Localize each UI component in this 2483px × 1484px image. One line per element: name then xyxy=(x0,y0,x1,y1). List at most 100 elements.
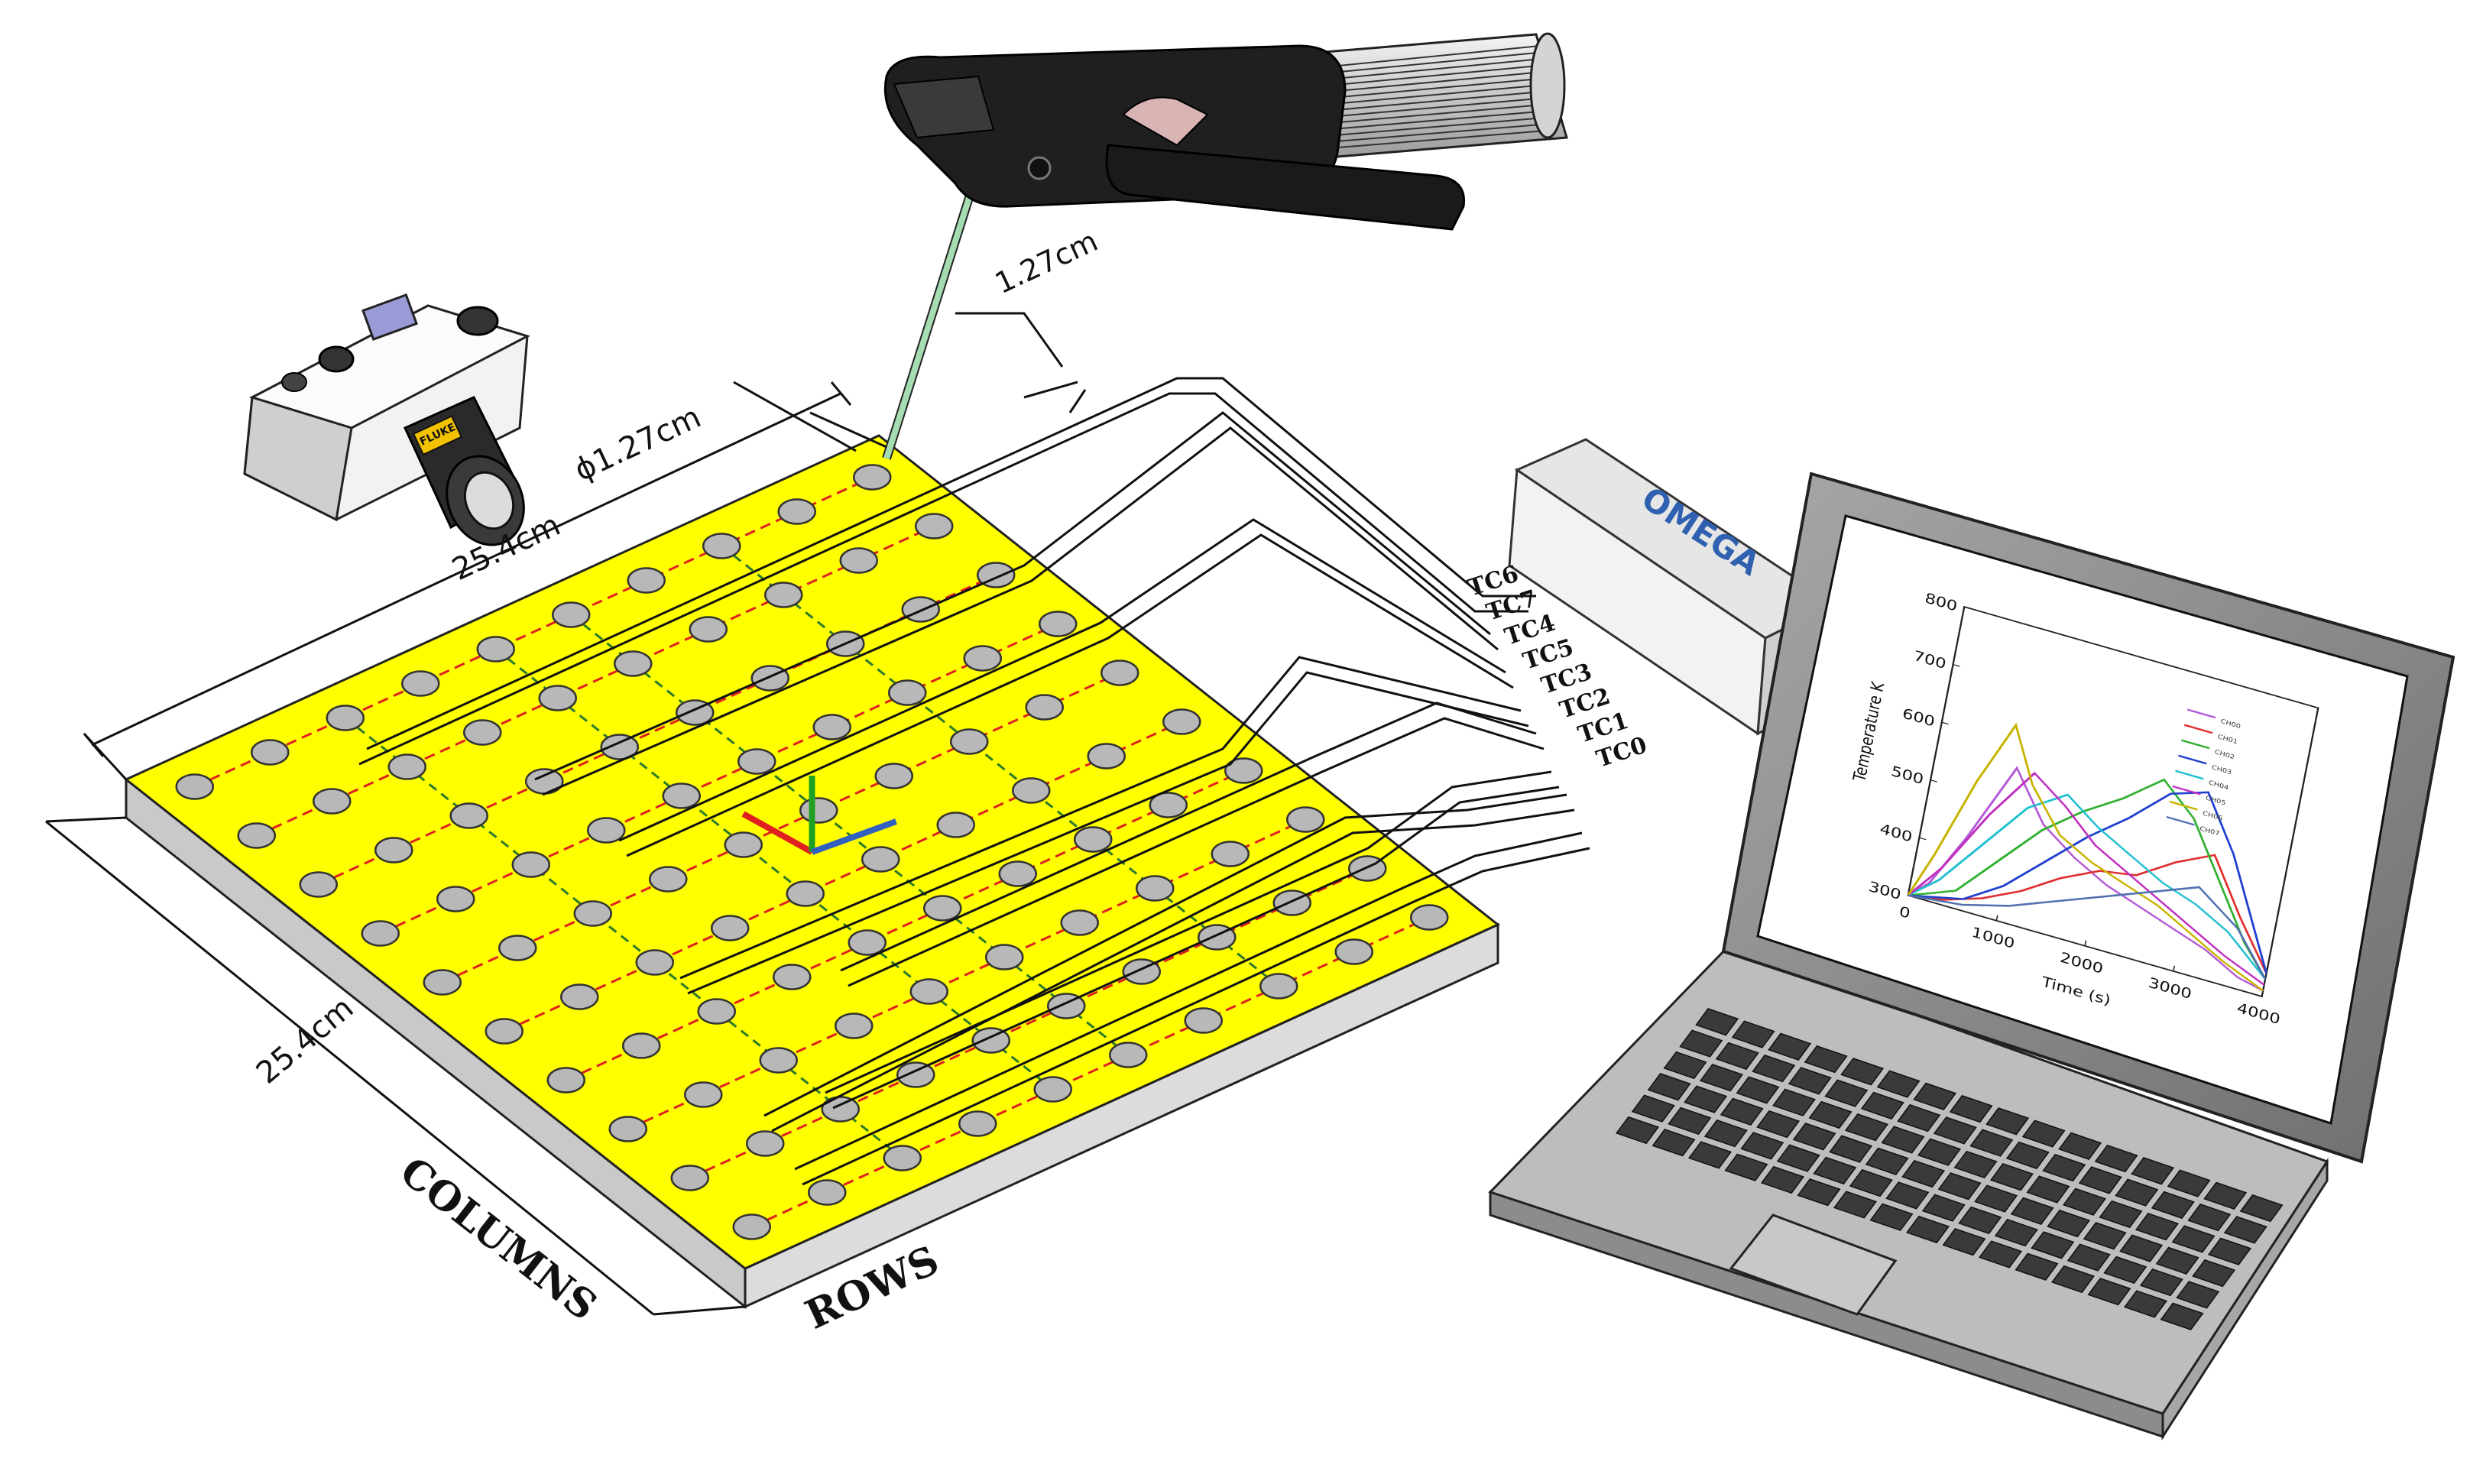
keyboard-key xyxy=(1679,1029,1723,1058)
plate-hole xyxy=(773,964,812,990)
keyboard-key xyxy=(1699,1064,1744,1092)
plate-hole xyxy=(387,753,426,780)
keyboard-key xyxy=(2042,1153,2086,1182)
plate-hole xyxy=(1074,826,1113,853)
row-scan-path xyxy=(504,721,1182,1032)
legend-swatch xyxy=(2181,739,2210,750)
keyboard-key xyxy=(1615,1116,1660,1145)
plate-hole xyxy=(175,773,214,800)
plate-hole xyxy=(326,705,365,731)
y-tick xyxy=(1941,721,1949,725)
keyboard-key xyxy=(1804,1045,1848,1074)
plate-hole xyxy=(622,1032,661,1059)
plate-hole xyxy=(670,1165,709,1191)
keyboard-key xyxy=(1724,1153,1768,1181)
plate-hole xyxy=(971,1027,1010,1054)
keyboard-key xyxy=(2131,1157,2175,1185)
plate-hole xyxy=(835,1013,874,1039)
plate-hole xyxy=(839,547,878,574)
keyboard-key xyxy=(2176,1281,2220,1309)
keyboard-key xyxy=(2171,1225,2216,1253)
keyboard-key xyxy=(1994,1218,2038,1247)
plate-hole xyxy=(896,1061,935,1088)
keyboard-key xyxy=(2005,1141,2050,1170)
plate-hole xyxy=(1136,875,1175,902)
keyboard-key xyxy=(2167,1169,2211,1197)
keyboard-key xyxy=(1901,1159,1946,1188)
x-tick-label: 0 xyxy=(1898,903,1911,922)
keyboard-key xyxy=(1869,1203,1914,1231)
plate-hole xyxy=(812,714,851,740)
plate-hole xyxy=(449,802,488,829)
keyboard-key xyxy=(2015,1252,2059,1281)
plate-hole xyxy=(958,1110,997,1137)
plate-hole xyxy=(498,935,537,961)
columns-label: COLUMNS xyxy=(391,1148,606,1330)
keyboard-key xyxy=(1813,1156,1857,1185)
keyboard-key xyxy=(2239,1194,2284,1223)
keyboard-key xyxy=(1652,1129,1696,1157)
plate-hole xyxy=(901,596,940,623)
keyboard-key xyxy=(1833,1191,1878,1219)
plate-hole xyxy=(560,983,599,1010)
plate-hole xyxy=(1410,904,1449,931)
plate-hole xyxy=(746,1130,785,1157)
plate-hole xyxy=(662,783,701,809)
keyboard-key xyxy=(2203,1181,2248,1210)
plate-hole xyxy=(1149,792,1188,818)
temperature-chart: 01000200030004000300400500600700800Time … xyxy=(1849,590,2319,1028)
keyboard-key xyxy=(2115,1178,2159,1207)
keyboard-key xyxy=(1985,1107,2030,1136)
x-tick xyxy=(2084,940,2087,947)
axis-x-arrow xyxy=(741,811,814,855)
keyboard-key xyxy=(1647,1073,1691,1101)
keyboard-key xyxy=(1881,1126,1925,1154)
plate-hole xyxy=(684,1081,723,1108)
plate-hole xyxy=(1025,694,1064,721)
keyboard-key xyxy=(1885,1181,1930,1210)
welding-torch xyxy=(883,32,1568,231)
column-scan-path xyxy=(344,717,903,1159)
plate-hole xyxy=(1286,806,1325,833)
plate-hole xyxy=(1012,777,1051,804)
plate-hole xyxy=(737,748,776,775)
plate-hole xyxy=(573,900,612,927)
row-scan-path xyxy=(318,574,997,886)
keyboard-key xyxy=(1937,1172,1982,1200)
keyboard-key xyxy=(1860,1091,1904,1120)
keyboard-key xyxy=(1663,1051,1707,1080)
series-line xyxy=(1907,722,2264,992)
keyboard-key xyxy=(2123,1290,2168,1318)
keyboard-key xyxy=(2151,1191,2195,1220)
plate-hole xyxy=(552,601,591,628)
keyboard-key xyxy=(1736,1076,1780,1104)
keyboard-key xyxy=(1953,1150,1998,1179)
plate-hole xyxy=(711,915,750,941)
plate-hole xyxy=(985,944,1024,970)
keyboard-key xyxy=(1703,1119,1748,1148)
series-line xyxy=(1908,791,2268,974)
y-tick xyxy=(1964,606,1972,610)
plate-hole xyxy=(546,1067,585,1094)
keyboard-key xyxy=(1668,1107,1712,1136)
legend-swatch xyxy=(2172,785,2201,795)
keyboard-key xyxy=(1933,1116,1977,1145)
plate-hole xyxy=(786,880,825,907)
keyboard-key xyxy=(1756,1110,1801,1139)
keyboard-key xyxy=(1905,1215,1950,1244)
keyboard-key xyxy=(1917,1138,1962,1166)
plate-hole xyxy=(888,679,927,706)
plate-hole xyxy=(1211,841,1250,867)
plate-hole xyxy=(1033,1076,1072,1103)
plate-hole xyxy=(936,812,975,838)
plate-hole xyxy=(476,636,515,663)
keyboard-key xyxy=(1913,1082,1957,1110)
plate-hole xyxy=(732,1213,771,1240)
plate-hole xyxy=(1184,1007,1223,1034)
series-line xyxy=(1908,778,2267,980)
keyboard-key xyxy=(2031,1231,2075,1259)
keyboard-key xyxy=(1695,1008,1739,1036)
series-line xyxy=(1908,886,2267,980)
keyboard-key xyxy=(2223,1216,2267,1244)
plate-hole xyxy=(635,949,674,976)
